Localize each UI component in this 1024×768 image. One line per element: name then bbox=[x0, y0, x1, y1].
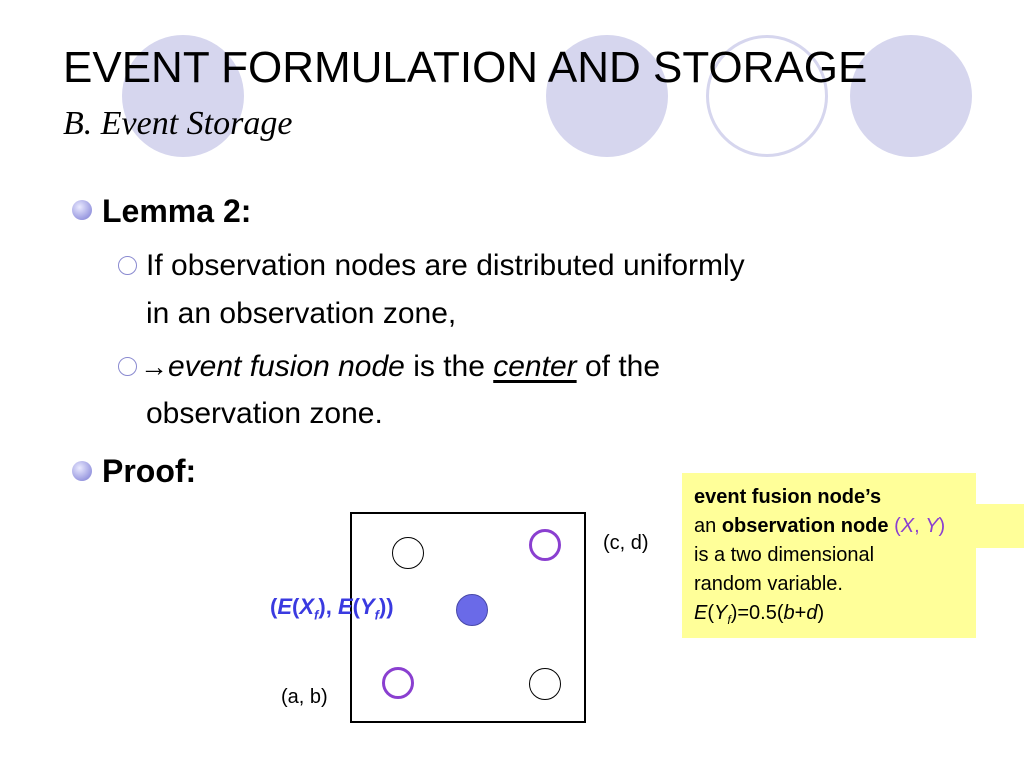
fusion-node-expectation-label: (E(Xf), E(Yf)) bbox=[270, 594, 394, 622]
bullet-text: →event fusion node is the center of the bbox=[140, 349, 660, 385]
text-span: ( bbox=[888, 515, 901, 537]
bullet-ring-icon bbox=[118, 256, 137, 275]
event-fusion-node bbox=[456, 594, 488, 626]
text-span: d bbox=[806, 602, 818, 624]
observation-node-highlighted bbox=[382, 667, 414, 699]
text-span: ( bbox=[292, 594, 300, 619]
slide-title: EVENT FORMULATION AND STORAGE bbox=[63, 43, 868, 92]
note-line: an observation node (X, Y) bbox=[694, 512, 976, 541]
corner-label-cd: (c, d) bbox=[603, 532, 649, 554]
corner-label-ab: (a, b) bbox=[281, 686, 328, 708]
text-span: ) bbox=[817, 602, 825, 624]
text-span: E bbox=[337, 594, 353, 619]
decorative-circle bbox=[850, 35, 972, 157]
text-span: )) bbox=[378, 594, 394, 619]
text-span: ), bbox=[318, 594, 338, 619]
arrow-right-icon: → bbox=[140, 351, 168, 382]
decorative-ring bbox=[706, 35, 828, 157]
observation-node bbox=[529, 668, 561, 700]
lemma-label: Lemma 2: bbox=[102, 193, 252, 229]
text-span: X bbox=[900, 515, 915, 537]
text-span: )=0.5( bbox=[730, 602, 784, 624]
note-line: random variable. bbox=[694, 573, 843, 595]
note-line: E(Yf)=0.5(b+d) bbox=[694, 599, 976, 635]
text-span: ( bbox=[707, 602, 715, 624]
text-span: Y bbox=[714, 602, 728, 624]
explanation-note: event fusion node’s an observation node … bbox=[682, 473, 976, 638]
text-span: of the bbox=[576, 350, 661, 383]
decorative-circle bbox=[122, 35, 244, 157]
text-span: E bbox=[277, 594, 293, 619]
text-span: ( bbox=[270, 594, 278, 619]
text-span: f bbox=[374, 607, 379, 623]
observation-node bbox=[392, 537, 424, 569]
text-span: Y bbox=[925, 515, 939, 537]
text-span: E bbox=[694, 602, 708, 624]
note-line: is a two dimensional bbox=[694, 544, 875, 566]
fusion-node-term: event fusion node bbox=[168, 350, 405, 383]
text-span: b bbox=[783, 602, 795, 624]
text-span: ) bbox=[938, 515, 946, 537]
bullet-text: in an observation zone, bbox=[146, 297, 457, 330]
text-span: , bbox=[914, 515, 926, 537]
bullet-ring-icon bbox=[118, 357, 137, 376]
text-span: X bbox=[299, 594, 315, 619]
text-span: ( bbox=[352, 594, 360, 619]
text-span: f bbox=[314, 607, 319, 623]
text-span: Y bbox=[359, 594, 375, 619]
text-span: + bbox=[794, 602, 807, 624]
center-term: center bbox=[493, 350, 577, 383]
text-span: an bbox=[694, 515, 722, 537]
observation-node-highlighted bbox=[529, 529, 561, 561]
bullet-text: If observation nodes are distributed uni… bbox=[146, 249, 745, 282]
text-span: f bbox=[727, 613, 731, 627]
bullet-filled-icon bbox=[72, 200, 92, 220]
decorative-circle bbox=[546, 35, 668, 157]
text-span: is the bbox=[404, 350, 494, 383]
bullet-text: observation zone. bbox=[146, 397, 383, 430]
note-line: event fusion node’s bbox=[694, 486, 882, 508]
bullet-filled-icon bbox=[72, 461, 92, 481]
slide-subtitle: B. Event Storage bbox=[63, 105, 293, 142]
text-span: observation node bbox=[721, 515, 889, 537]
proof-label: Proof: bbox=[102, 453, 197, 489]
